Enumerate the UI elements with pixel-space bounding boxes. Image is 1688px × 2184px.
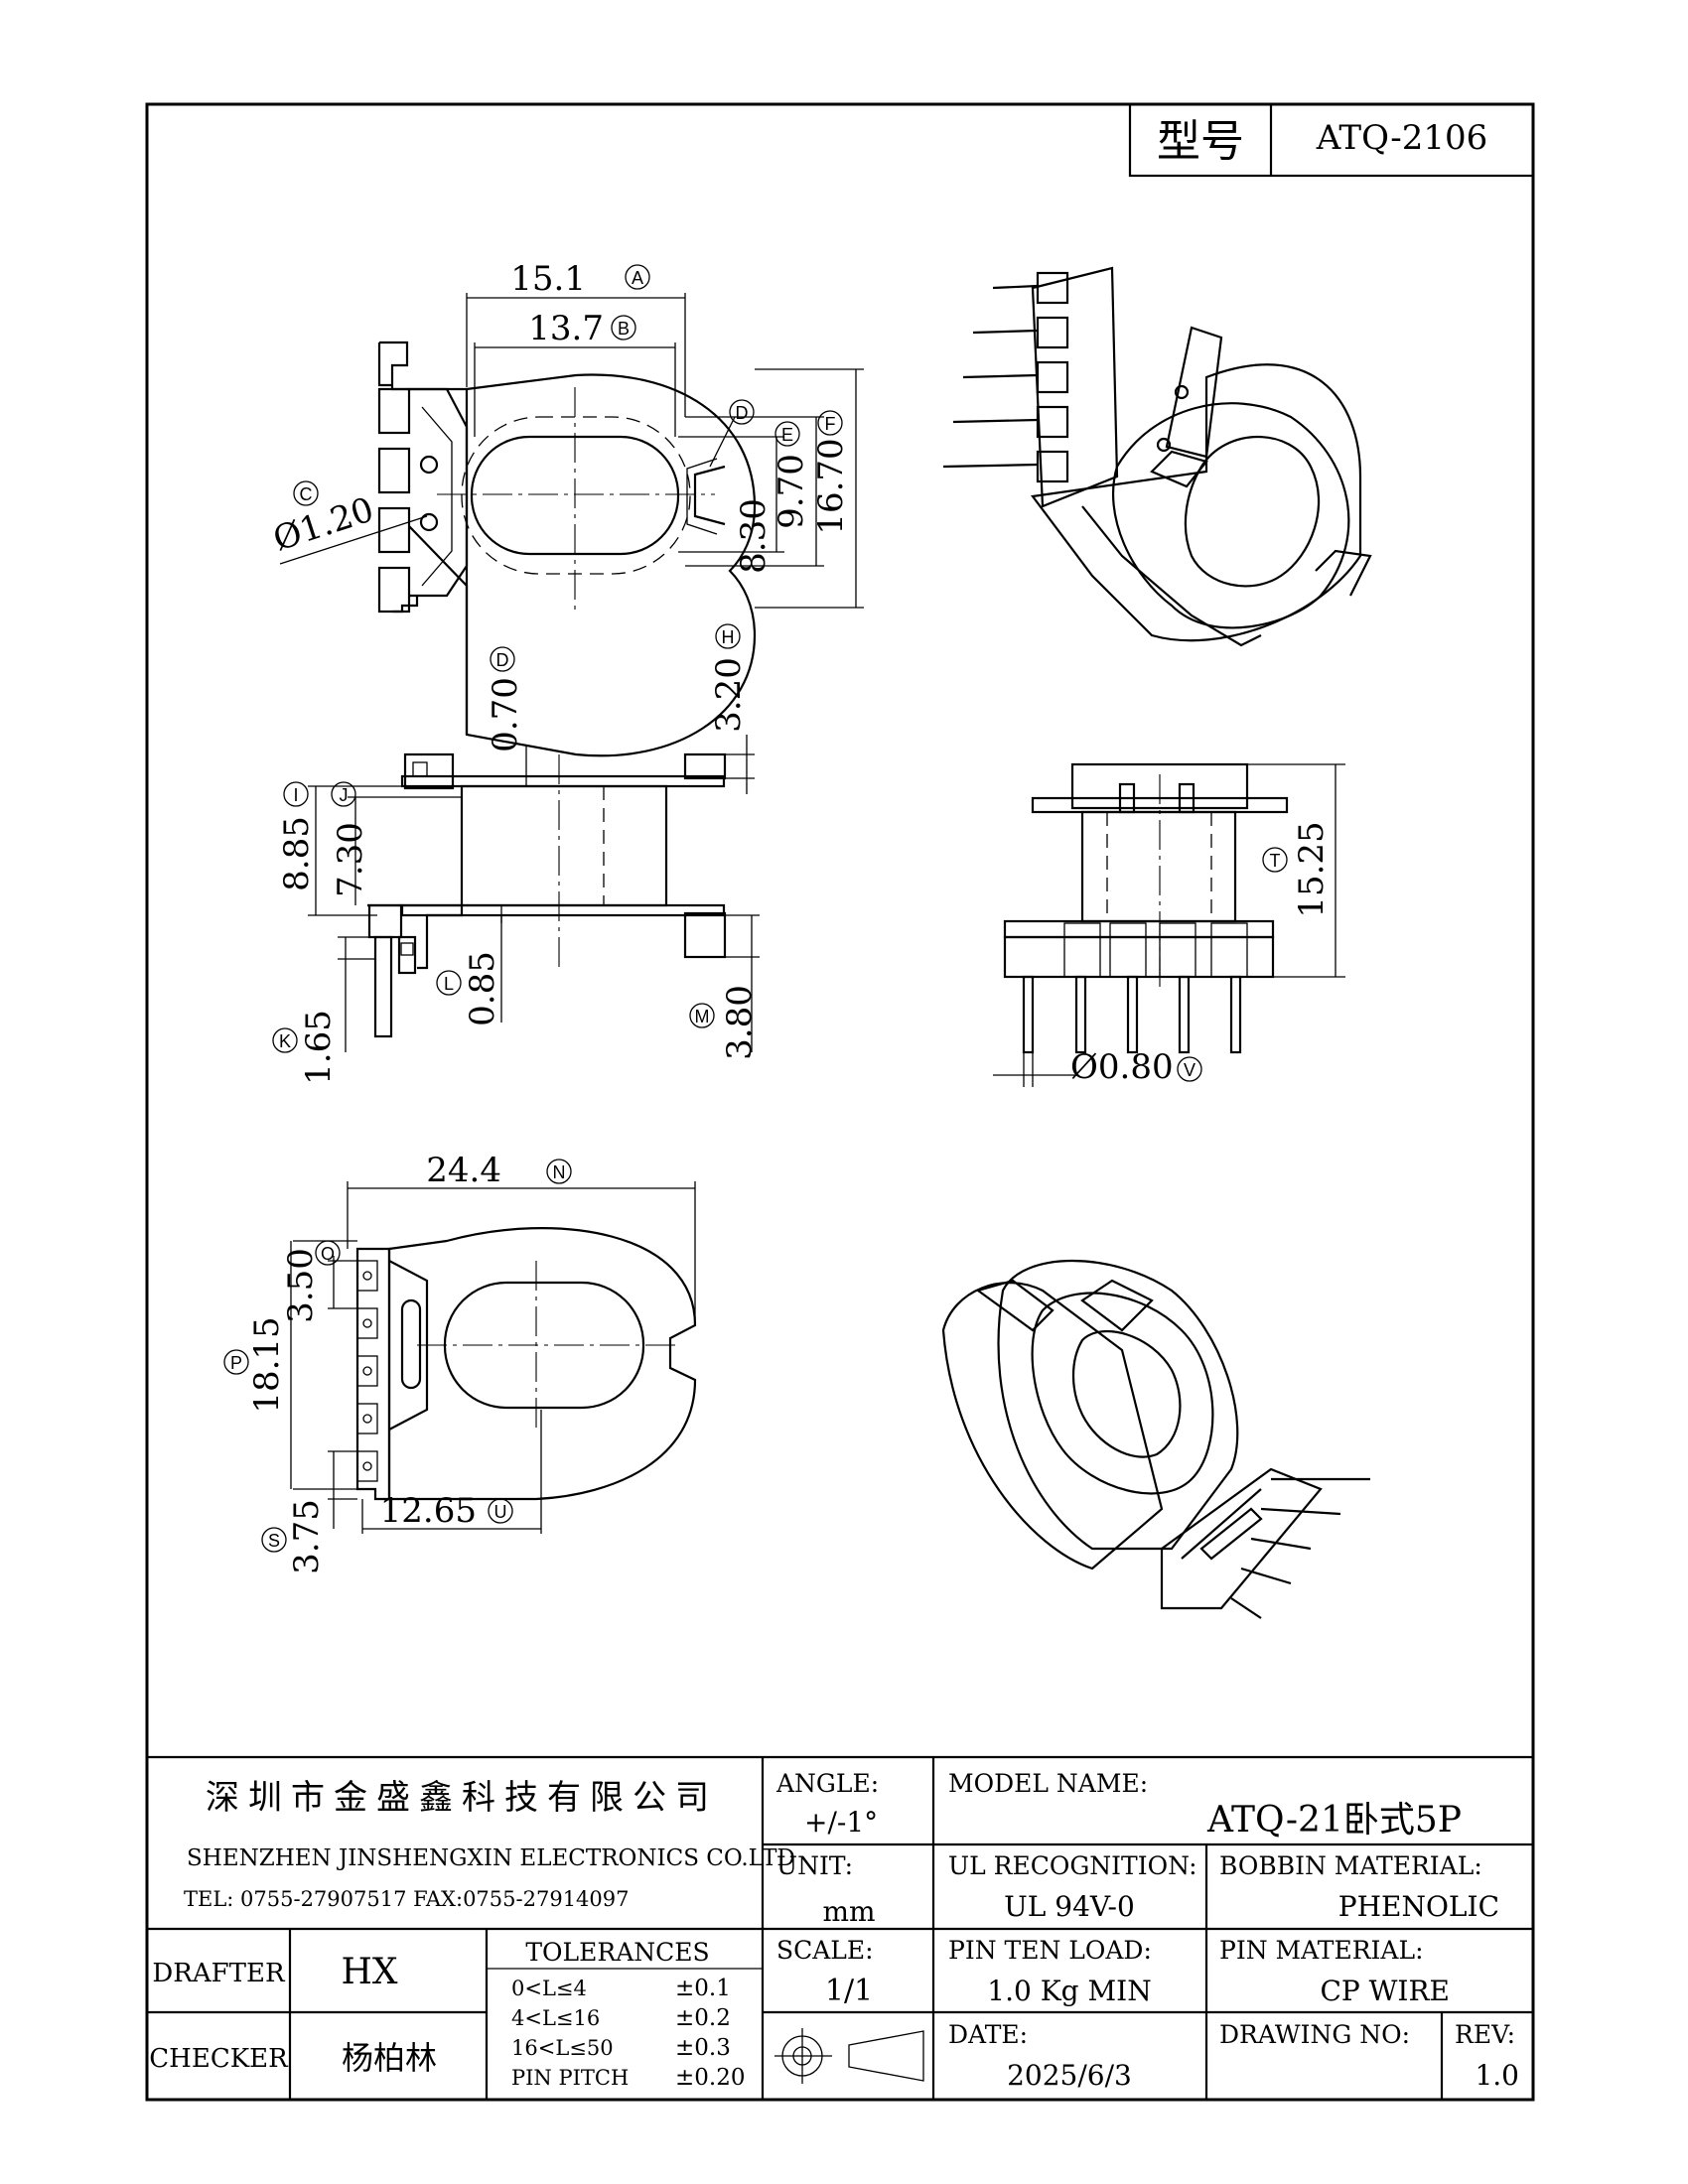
bobbin-material-value: PHENOLIC xyxy=(1338,1890,1499,1923)
angle-label: ANGLE: xyxy=(775,1769,879,1798)
dim-h-value: 3.20 xyxy=(709,657,749,733)
unit-value: mm xyxy=(822,1895,875,1928)
model-header: 型号 ATQ-2106 xyxy=(1128,102,1535,178)
dim-side-d-tag: D xyxy=(496,650,509,670)
pin-material-label: PIN MATERIAL: xyxy=(1219,1936,1424,1965)
dim-e-value: 8.30 xyxy=(734,498,774,574)
ul-label: UL RECOGNITION: xyxy=(948,1851,1197,1880)
tol-value-4: ±0.20 xyxy=(675,2065,745,2091)
dim-u-tag: U xyxy=(494,1502,507,1522)
rev-label: REV: xyxy=(1455,2020,1515,2049)
dim-s-tag: S xyxy=(268,1531,280,1551)
unit-label: UNIT: xyxy=(776,1851,853,1880)
checker-value: 杨柏林 xyxy=(342,2040,437,2076)
drafter-value: HX xyxy=(341,1952,397,1992)
dim-e-tag: E xyxy=(781,425,793,445)
dim-f-tag: F xyxy=(825,414,836,434)
company-name-en: SHENZHEN JINSHENGXIN ELECTRONICS CO.LTD xyxy=(187,1845,795,1871)
dim-j-value: 7.30 xyxy=(331,822,370,897)
bottom-view: 24.4 N O 3.50 P 18.15 S 3.75 12.65 U xyxy=(223,1151,697,1574)
dim-d-tag: D xyxy=(736,403,749,423)
dim-n-value: 24.4 xyxy=(426,1151,501,1190)
dim-t-value: 15.25 xyxy=(1292,821,1332,917)
tol-value-2: ±0.2 xyxy=(675,2005,731,2031)
model-name-value: ATQ-21卧式5P xyxy=(1206,1800,1462,1841)
model-header-label: 型号 xyxy=(1157,117,1244,166)
dim-u-value: 12.65 xyxy=(380,1491,477,1531)
company-name-cn: 深圳市金盛鑫科技有限公司 xyxy=(206,1779,718,1817)
dim-k-value: 1.65 xyxy=(299,1010,339,1085)
scale-label: SCALE: xyxy=(776,1936,874,1965)
tol-range-1: 0<L≤4 xyxy=(511,1977,587,2000)
dim-side-d-value: 0.70 xyxy=(486,677,525,752)
drawing-frame xyxy=(145,102,1535,2102)
bobbin-material-label: BOBBIN MATERIAL: xyxy=(1219,1851,1482,1880)
model-header-value: ATQ-2106 xyxy=(1316,118,1488,158)
dim-o-tag: O xyxy=(321,1244,335,1264)
dim-c-value: Ø1.20 xyxy=(268,490,378,560)
date-value: 2025/6/3 xyxy=(1007,2059,1132,2092)
side-view: D 0.70 H 3.20 I 8.85 J 7.30 K 1.65 L 0.8… xyxy=(272,623,760,1085)
dim-a-value: 15.1 xyxy=(510,259,586,299)
isometric-view-top xyxy=(942,266,1372,647)
model-name-label: MODEL NAME: xyxy=(948,1769,1148,1798)
dim-j-tag: J xyxy=(340,785,349,805)
dim-m-tag: M xyxy=(695,1007,710,1026)
tol-value-3: ±0.3 xyxy=(675,2035,731,2061)
dim-n-tag: N xyxy=(553,1162,566,1182)
dim-e2-value: 9.70 xyxy=(772,454,811,529)
dim-a-tag: A xyxy=(632,268,643,288)
dim-f-value: 16.70 xyxy=(811,438,851,534)
dim-k-tag: K xyxy=(279,1031,291,1051)
dim-l-tag: L xyxy=(444,974,454,994)
dim-v-tag: V xyxy=(1184,1060,1196,1080)
scale-value: 1/1 xyxy=(825,1974,873,2008)
drawing-no-label: DRAWING NO: xyxy=(1219,2020,1410,2049)
dim-t-tag: T xyxy=(1270,851,1281,871)
dim-b-tag: B xyxy=(618,319,630,339)
company-contact: TEL: 0755-27907517 FAX:0755-27914097 xyxy=(184,1887,630,1911)
dim-l-value: 0.85 xyxy=(463,951,502,1026)
pin-material-value: CP WIRE xyxy=(1320,1975,1450,2007)
dim-h-tag: H xyxy=(722,627,735,647)
title-block: 深圳市金盛鑫科技有限公司 SHENZHEN JINSHENGXIN ELECTR… xyxy=(147,1755,1533,2100)
front-view: T 15.25 Ø0.80 V xyxy=(993,762,1345,1087)
ul-value: UL 94V-0 xyxy=(1004,1890,1135,1923)
tol-range-2: 4<L≤16 xyxy=(511,2006,600,2030)
projection-symbol xyxy=(774,2028,924,2084)
tol-range-3: 16<L≤50 xyxy=(511,2036,614,2060)
dim-m-value: 3.80 xyxy=(720,985,760,1060)
tolerances-label: TOLERANCES xyxy=(525,1938,709,1967)
date-label: DATE: xyxy=(948,2020,1028,2049)
angle-value: +/-1° xyxy=(804,1806,878,1839)
tol-range-4: PIN PITCH xyxy=(511,2066,629,2090)
isometric-view-bottom xyxy=(941,1260,1370,1619)
pin-load-value: 1.0 Kg MIN xyxy=(987,1975,1151,2007)
checker-label: CHECKER xyxy=(149,2044,289,2074)
dim-s-value: 3.75 xyxy=(287,1499,327,1574)
dim-i-tag: I xyxy=(293,785,298,805)
dim-p-value: 18.15 xyxy=(247,1316,287,1413)
dim-b-value: 13.7 xyxy=(528,309,604,348)
rev-value: 1.0 xyxy=(1475,2059,1519,2092)
dim-v-value: Ø0.80 xyxy=(1070,1047,1174,1087)
top-view: 15.1 A 13.7 B C Ø1.20 D E 8.30 9.70 F 16… xyxy=(268,259,864,757)
dim-c-tag: C xyxy=(300,484,313,504)
tol-value-1: ±0.1 xyxy=(675,1976,731,2001)
drafter-label: DRAFTER xyxy=(152,1959,286,1988)
dim-p-tag: P xyxy=(230,1353,242,1373)
pin-load-label: PIN TEN LOAD: xyxy=(948,1936,1152,1965)
dim-o-value: 3.50 xyxy=(281,1248,321,1323)
dim-i-value: 8.85 xyxy=(277,816,317,891)
